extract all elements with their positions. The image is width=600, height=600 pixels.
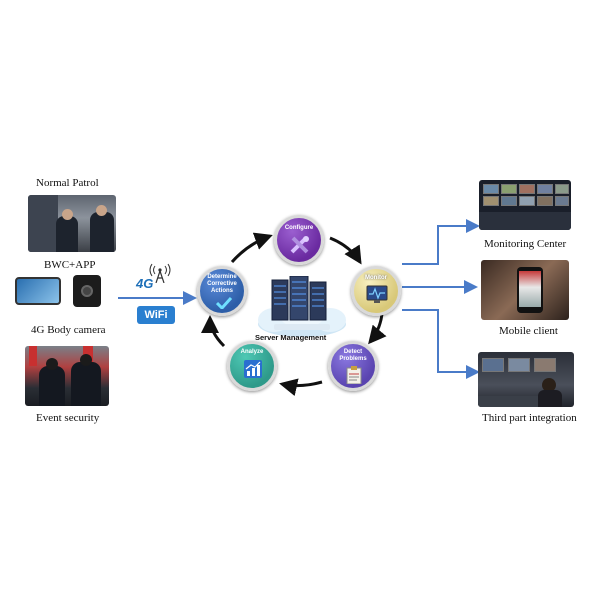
body-camera-image xyxy=(73,275,101,307)
configure-label: Configure xyxy=(284,225,314,231)
normal-patrol-photo xyxy=(28,195,116,252)
wifi-badge: WiFi xyxy=(137,306,175,324)
chart-up-icon xyxy=(244,360,262,378)
determine-actions-node: Determine Corrective Actions xyxy=(197,266,247,316)
arrow-third-party xyxy=(402,309,480,379)
monitoring-center-label: Monitoring Center xyxy=(484,238,567,250)
third-party-label: Third part integration xyxy=(482,412,577,424)
bwc-app-label: BWC+APP xyxy=(44,259,96,271)
cycle-arrow-analyze-determine xyxy=(201,315,226,348)
cycle-arrow-detect-analyze xyxy=(279,378,323,397)
tools-icon xyxy=(290,236,309,254)
analyze-node: Analyze xyxy=(227,341,277,391)
arrow-monitoring-center xyxy=(402,219,480,265)
cellular-badge: 4G xyxy=(136,276,154,291)
monitor-node: Monitor xyxy=(351,266,401,316)
signal-tower-icon xyxy=(149,263,171,283)
monitor-label: Monitor xyxy=(365,275,387,281)
tablet-app-image xyxy=(15,277,61,305)
checkmark-icon xyxy=(216,297,232,309)
determine-actions-label: Determine Corrective Actions xyxy=(207,274,237,294)
monitor-icon xyxy=(366,285,388,303)
configure-node: Configure xyxy=(274,215,324,265)
server-management-label: Server Management xyxy=(255,333,327,342)
body-camera-label: 4G Body camera xyxy=(31,324,106,336)
mobile-client-label: Mobile client xyxy=(499,325,558,337)
server-rack-icon xyxy=(258,276,346,337)
mobile-client-photo xyxy=(481,260,569,320)
event-security-photo xyxy=(25,346,109,406)
third-party-photo xyxy=(478,352,574,407)
monitoring-center-photo xyxy=(479,180,571,230)
detect-problems-label: Detect Problems xyxy=(339,349,367,362)
cycle-arrow-monitor-detect xyxy=(368,313,387,345)
analyze-label: Analyze xyxy=(240,349,264,355)
cycle-arrow-determine-configure xyxy=(230,232,273,263)
clipboard-icon xyxy=(346,366,362,384)
cycle-arrow-configure-monitor xyxy=(329,236,362,265)
normal-patrol-label: Normal Patrol xyxy=(36,177,99,189)
bwc-devices xyxy=(15,275,115,307)
event-security-label: Event security xyxy=(36,412,100,424)
detect-problems-node: Detect Problems xyxy=(328,341,378,391)
